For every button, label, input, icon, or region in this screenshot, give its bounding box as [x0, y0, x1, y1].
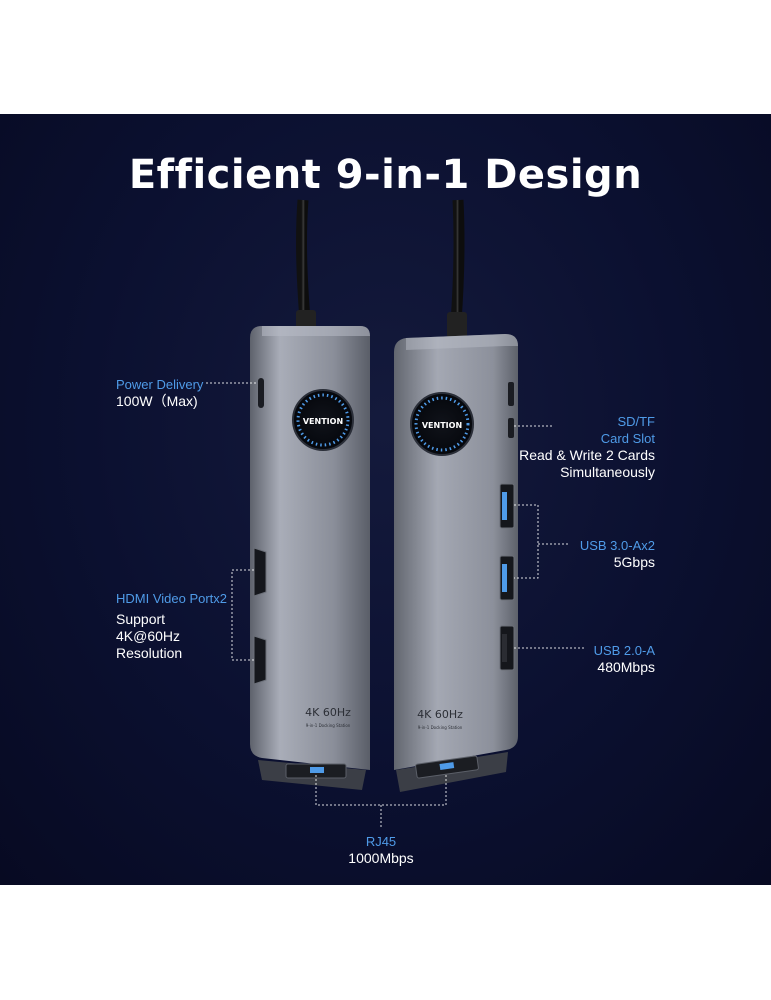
hdmi-detail-1: Support — [116, 611, 166, 627]
usb3-detail: 5Gbps — [613, 554, 655, 570]
usb3-callout-line — [514, 504, 570, 579]
right-spec-sub: 9-in-1 Docking Station — [418, 725, 463, 730]
power-delivery-detail: 100W（Max) — [116, 393, 198, 409]
usb3-label: USB 3.0-Ax2 — [579, 538, 655, 553]
sdtf-label-2: Card Slot — [600, 431, 655, 446]
product-panel — [0, 114, 771, 885]
left-hdmi-port-2 — [253, 635, 267, 685]
hdmi-label: HDMI Video Portx2 — [116, 591, 228, 606]
usb2-detail: 480Mbps — [597, 659, 655, 675]
hdmi-detail-3: Resolution — [116, 645, 183, 661]
rj45-detail: 1000Mbps — [348, 850, 414, 866]
right-spec-text: 4K 60Hz — [417, 708, 463, 721]
power-delivery-label: Power Delivery — [116, 377, 204, 392]
left-hdmi-port-1 — [253, 547, 267, 597]
hdmi-callout: HDMI Video Portx2 Support 4K@60Hz Resolu… — [116, 590, 227, 662]
usb2-callout: USB 2.0-A 480Mbps — [540, 642, 655, 676]
sdtf-detail-1: Read & Write 2 Cards — [519, 447, 655, 463]
rj45-callout: RJ45 1000Mbps — [301, 833, 461, 867]
right-brand-text: VENTION — [422, 421, 462, 430]
sdtf-callout: SD/TF Card Slot Read & Write 2 Cards Sim… — [480, 413, 655, 481]
left-cable — [296, 199, 311, 321]
usb2-label: USB 2.0-A — [593, 643, 655, 658]
page-title: Efficient 9-in-1 Design — [128, 152, 643, 198]
usb3-callout: USB 3.0-Ax2 5Gbps — [540, 537, 655, 571]
left-power-port — [258, 378, 264, 408]
left-spec-text: 4K 60Hz — [305, 706, 351, 719]
right-display — [410, 392, 474, 456]
sd-slot — [508, 382, 514, 406]
tf-slot — [508, 418, 514, 438]
left-spec-sub: 9-in-1 Docking Station — [306, 723, 351, 728]
hdmi-detail-2: 4K@60Hz — [116, 628, 181, 644]
left-display — [292, 389, 354, 451]
left-brand-text: VENTION — [303, 417, 343, 426]
rj45-callout-line — [315, 775, 447, 828]
sdtf-label-1: SD/TF — [617, 414, 655, 429]
rj45-label: RJ45 — [365, 834, 397, 849]
right-cable — [450, 199, 465, 323]
power-callout: Power Delivery 100W（Max) — [116, 376, 203, 410]
sdtf-detail-2: Simultaneously — [560, 464, 655, 480]
